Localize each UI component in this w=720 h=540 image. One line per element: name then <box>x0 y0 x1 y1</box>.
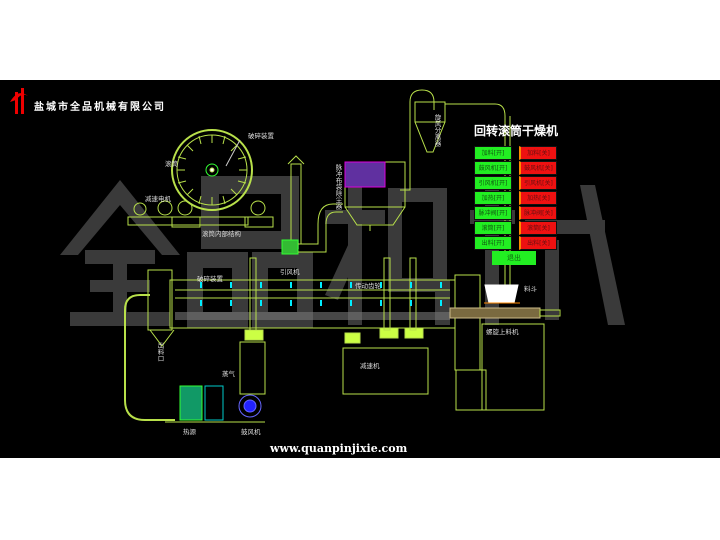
dryer-diagram <box>10 88 625 423</box>
drum-off-button[interactable]: 滚筒[关] <box>519 221 557 235</box>
label-blower: 鼓风机 <box>241 428 261 436</box>
label-crusher: 破碎装置 <box>197 275 223 283</box>
website-url: www.quanpinjixie.com <box>270 442 408 455</box>
crusher-blades <box>200 282 442 306</box>
dust-collector <box>344 89 435 231</box>
label-heat-source: 热源 <box>183 428 196 436</box>
label-gear-motor: 减速电机 <box>145 195 171 203</box>
feed-on-button[interactable]: 加料[开] <box>474 146 512 160</box>
pulse-valve-off-button[interactable]: 脉冲阀[关] <box>519 206 557 220</box>
supports <box>239 257 429 395</box>
discharge-off-button[interactable]: 出料[关] <box>519 236 557 250</box>
pulse-valve-on-button[interactable]: 脉冲阀[开] <box>474 206 512 220</box>
label-drum-inner: 滚筒内部结构 <box>202 230 241 238</box>
discharge-on-button[interactable]: 出料[开] <box>474 236 512 250</box>
label-screw-feeder: 螺旋上料机 <box>486 328 519 336</box>
induced-fan-on-button[interactable]: 引风机[开] <box>474 176 512 190</box>
blower-off-button[interactable]: 鼓风机[关] <box>519 161 557 175</box>
label-cyclone: 旋风分离器 <box>433 114 441 147</box>
label-reducer: 减速机 <box>360 362 380 370</box>
drum-on-button[interactable]: 滚筒[开] <box>474 221 512 235</box>
heat-on-button[interactable]: 加热[开] <box>474 191 512 205</box>
label-drive-gear: 传动齿轮 <box>355 282 381 290</box>
feed-off-button[interactable]: 加料[关] <box>519 146 557 160</box>
exit-button[interactable]: 退出 <box>492 251 536 265</box>
company-logo <box>10 88 28 114</box>
label-hopper: 料斗 <box>524 285 537 293</box>
drum-cross-section <box>171 129 253 211</box>
label-drum: 滚筒 <box>165 160 178 168</box>
heat-source-blower <box>165 385 265 423</box>
label-dust-collector: 脉冲布袋除尘器 <box>334 164 342 210</box>
induced-fan-stack <box>281 155 343 255</box>
label-steam: 蒸气 <box>222 370 235 378</box>
rotary-drum <box>124 269 487 421</box>
induced-fan-off-button[interactable]: 引风机[关] <box>519 176 557 190</box>
heat-off-button[interactable]: 加热[关] <box>519 191 557 205</box>
blower-on-button[interactable]: 鼓风机[开] <box>474 161 512 175</box>
panel-title: 回转滚筒干燥机 <box>474 124 559 138</box>
label-outlet: 出料口 <box>156 342 164 362</box>
label-induced-fan: 引风机 <box>280 268 300 276</box>
label-crusher-top: 破碎装置 <box>248 132 274 140</box>
company-name: 盐城市全品机械有限公司 <box>34 102 166 113</box>
gear-motor <box>127 200 274 228</box>
diagram-screen: 盐城市全品机械有限公司 破碎装置 滚筒 减速电机 滚筒内部结构 引风机 脉冲布袋… <box>0 80 720 458</box>
screw-feeder <box>449 284 561 411</box>
